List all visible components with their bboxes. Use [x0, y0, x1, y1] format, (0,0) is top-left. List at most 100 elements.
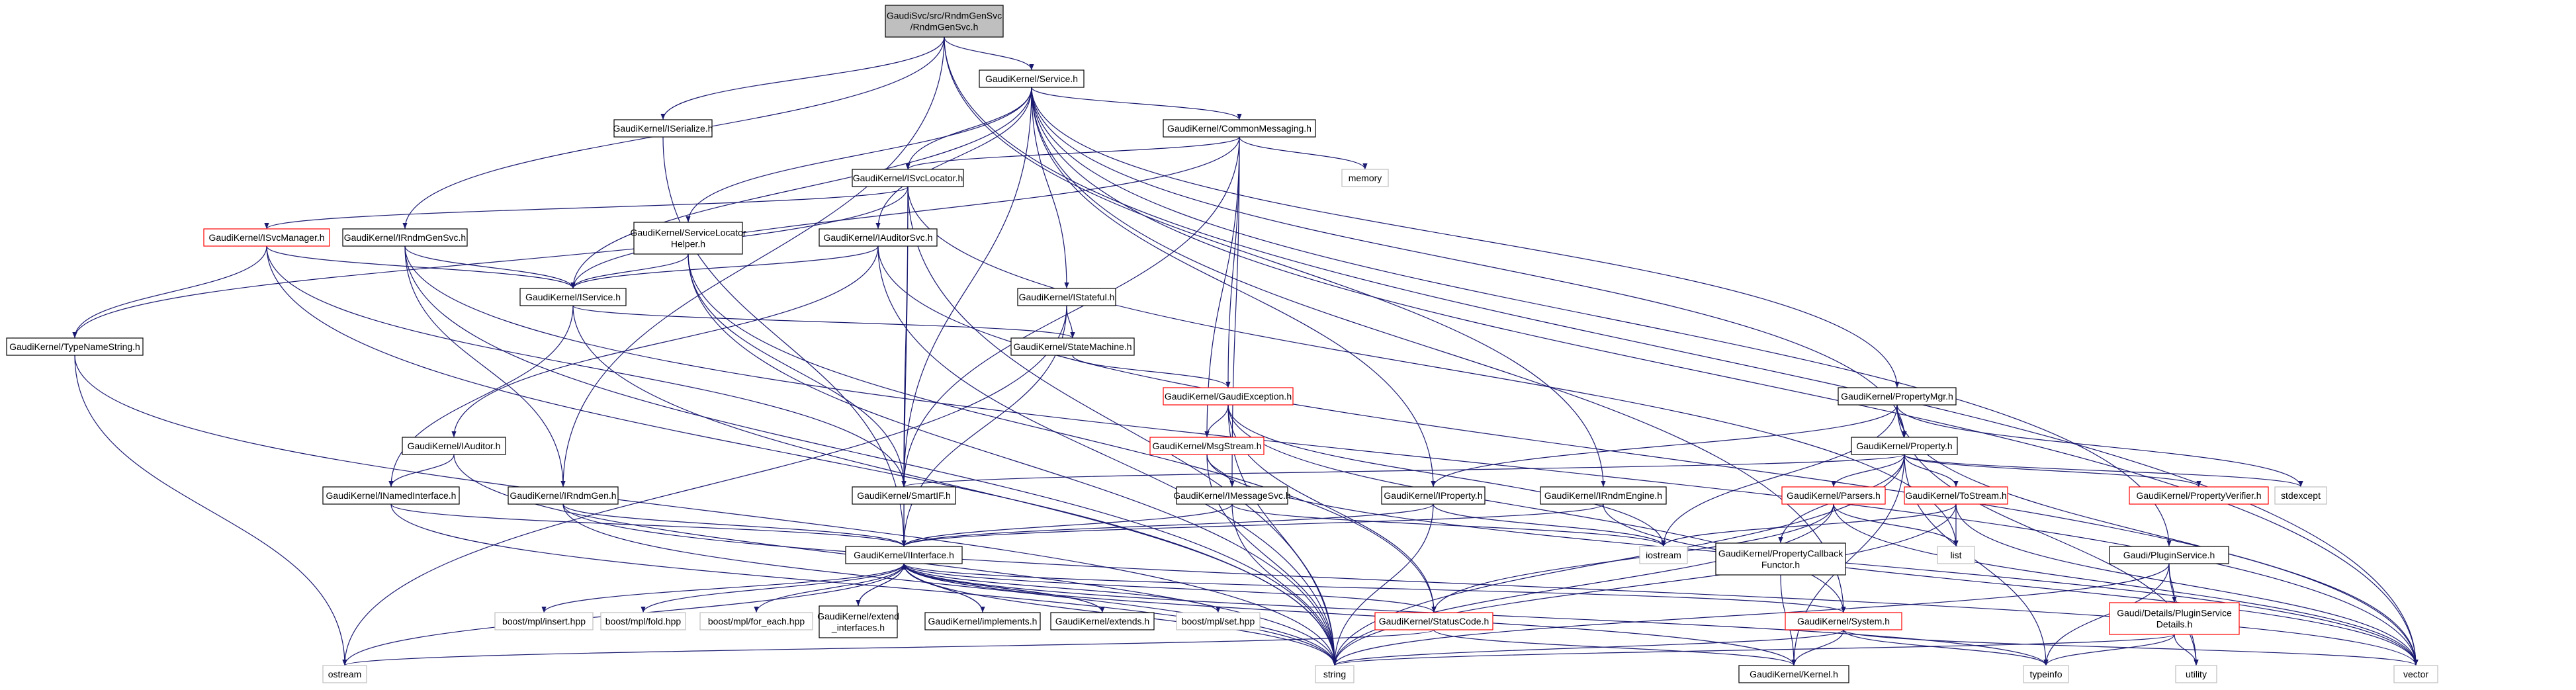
node-label: Details.h	[2156, 619, 2192, 630]
edge-iinterface-to-statuscode	[903, 563, 1437, 613]
edge-msgstream-to-imessagesvc	[1206, 454, 1235, 488]
node-label: GaudiKernel/ISerialize.h	[613, 123, 713, 134]
edge-root-to-service	[944, 36, 1034, 71]
node-parsers[interactable]: GaudiKernel/Parsers.h	[1781, 486, 1886, 505]
node-property[interactable]: GaudiKernel/Property.h	[1851, 437, 1958, 455]
node-box	[1904, 486, 2008, 505]
edge-property-to-stdexcept	[1904, 454, 2303, 488]
edge-propertymgr-to-iproperty	[1431, 404, 1898, 488]
node-box	[600, 612, 686, 630]
node-isvcmanager[interactable]: GaudiKernel/ISvcManager.h	[203, 228, 330, 247]
edge-service-to-istateful	[1031, 87, 1069, 289]
edge-statuscode-to-ostream	[342, 629, 1435, 666]
edge-propertymgr-to-stdexcept	[1896, 404, 2303, 488]
edge-iserialize-to-iinterface	[662, 136, 907, 547]
edge-isvcmanager-to-iservice	[266, 245, 576, 289]
node-propertymgr[interactable]: GaudiKernel/PropertyMgr.h	[1838, 387, 1957, 406]
node-irndmengine[interactable]: GaudiKernel/IRndmEngine.h	[1540, 486, 1667, 505]
node-msgstream[interactable]: GaudiKernel/MsgStream.h	[1149, 437, 1265, 455]
node-iinterface[interactable]: GaudiKernel/IInterface.h	[845, 546, 963, 564]
node-kernel[interactable]: GaudiKernel/Kernel.h	[1738, 665, 1849, 683]
node-box	[1715, 542, 1846, 576]
node-list: list	[1937, 546, 1975, 564]
node-irndmgen[interactable]: GaudiKernel/IRndmGen.h	[508, 486, 619, 505]
edge-irndmgensvc-to-irndmgen	[404, 245, 566, 488]
edge-statemachine-to-gaudiexception	[1072, 355, 1231, 388]
node-service[interactable]: GaudiKernel/Service.h	[979, 69, 1085, 88]
node-commonmsg[interactable]: GaudiKernel/CommonMessaging.h	[1163, 119, 1316, 138]
node-label: string	[1323, 669, 1346, 679]
node-statuscode[interactable]: GaudiKernel/StatusCode.h	[1374, 612, 1493, 630]
node-label: /RndmGenSvc.h	[910, 22, 979, 32]
node-box	[699, 612, 813, 630]
node-irndmgensvc[interactable]: GaudiKernel/IRndmGenSvc.h	[342, 228, 468, 247]
node-typenamestring[interactable]: GaudiKernel/TypeNameString.h	[6, 337, 144, 356]
edge-pluginservice-to-pluginservicedetails	[2168, 563, 2177, 603]
node-box	[633, 222, 743, 255]
node-label: GaudiKernel/ToStream.h	[1905, 490, 2006, 501]
edge-iservice-to-inamedinterface	[388, 305, 574, 488]
node-label: GaudiKernel/Kernel.h	[1750, 669, 1838, 679]
node-box	[2393, 665, 2438, 683]
node-iservice[interactable]: GaudiKernel/IService.h	[519, 288, 627, 306]
edge-parsers-to-list	[1833, 503, 1959, 547]
node-root[interactable]: GaudiSvc/src/RndmGenSvc/RndmGenSvc.h	[885, 5, 1004, 38]
edge-system-to-kernel	[1791, 629, 1844, 666]
edge-statuscode-to-kernel	[1433, 629, 1797, 666]
node-iauditor[interactable]: GaudiKernel/IAuditor.h	[402, 437, 506, 455]
edge-tostream-to-vector	[1955, 503, 2419, 666]
node-pluginservice[interactable]: Gaudi/PluginService.h	[2109, 546, 2229, 564]
node-box	[203, 228, 330, 247]
node-label: Gaudi/Details/PluginService	[2117, 608, 2232, 619]
edge-imessagesvc-to-iostream	[1231, 503, 1666, 547]
node-box	[1176, 612, 1261, 630]
node-isvclocator[interactable]: GaudiKernel/ISvcLocator.h	[852, 169, 964, 187]
edge-commonmsg-to-memory	[1239, 136, 1368, 170]
node-statemachine[interactable]: GaudiKernel/StateMachine.h	[1010, 337, 1135, 356]
node-label: GaudiKernel/IService.h	[525, 292, 621, 302]
node-box	[1050, 612, 1155, 630]
node-tostream[interactable]: GaudiKernel/ToStream.h	[1904, 486, 2008, 505]
node-extends[interactable]: GaudiKernel/extends.h	[1050, 612, 1155, 630]
node-system[interactable]: GaudiKernel/System.h	[1785, 612, 1902, 630]
node-box	[1374, 612, 1493, 630]
node-box	[852, 486, 956, 505]
edge-root-to-iserialize	[660, 36, 945, 120]
node-istateful[interactable]: GaudiKernel/IStateful.h	[1017, 288, 1116, 306]
node-smartif[interactable]: GaudiKernel/SmartIF.h	[852, 486, 956, 505]
node-gaudiexception[interactable]: GaudiKernel/GaudiException.h	[1163, 387, 1294, 406]
node-extend_interfaces[interactable]: GaudiKernel/extend_interfaces.h	[817, 605, 899, 638]
node-label: memory	[1349, 173, 1382, 183]
node-label: GaudiKernel/System.h	[1797, 616, 1890, 626]
node-iserialize[interactable]: GaudiKernel/ISerialize.h	[613, 119, 713, 138]
node-box	[1838, 387, 1957, 406]
node-iproperty[interactable]: GaudiKernel/IProperty.h	[1381, 486, 1486, 505]
node-label: GaudiKernel/extend	[817, 611, 899, 622]
node-label: GaudiKernel/Service.h	[985, 73, 1078, 84]
edge-service-to-pluginservice	[1031, 87, 2172, 547]
node-label: GaudiKernel/GaudiException.h	[1165, 391, 1292, 402]
node-box	[1315, 665, 1355, 683]
edge-property-to-smartif	[901, 454, 1905, 488]
node-box	[1341, 169, 1389, 187]
edge-irndmgen-to-vector	[562, 503, 2419, 666]
node-implements[interactable]: GaudiKernel/implements.h	[924, 612, 1041, 630]
node-label: GaudiKernel/StateMachine.h	[1014, 341, 1132, 352]
edge-service-to-iauditorsvc	[875, 87, 1032, 230]
node-iauditorsvc[interactable]: GaudiKernel/IAuditorSvc.h	[819, 228, 938, 247]
node-propertyverifier[interactable]: GaudiKernel/PropertyVerifier.h	[2129, 486, 2269, 505]
edge-irndmgen-to-iinterface	[562, 503, 907, 547]
node-inamedinterface[interactable]: GaudiKernel/INamedInterface.h	[322, 486, 460, 505]
node-label: GaudiKernel/IAuditorSvc.h	[824, 232, 933, 243]
edge-imessagesvc-to-iinterface	[901, 503, 1233, 547]
node-box	[1163, 387, 1294, 406]
node-imessagesvc[interactable]: GaudiKernel/IMessageSvc.h	[1173, 486, 1291, 505]
edge-system-to-vector	[1843, 629, 2419, 666]
node-label: GaudiKernel/Parsers.h	[1787, 490, 1881, 501]
edge-iproperty-to-iostream	[1433, 503, 1666, 547]
node-box	[1785, 612, 1902, 630]
node-label: vector	[2403, 669, 2428, 679]
